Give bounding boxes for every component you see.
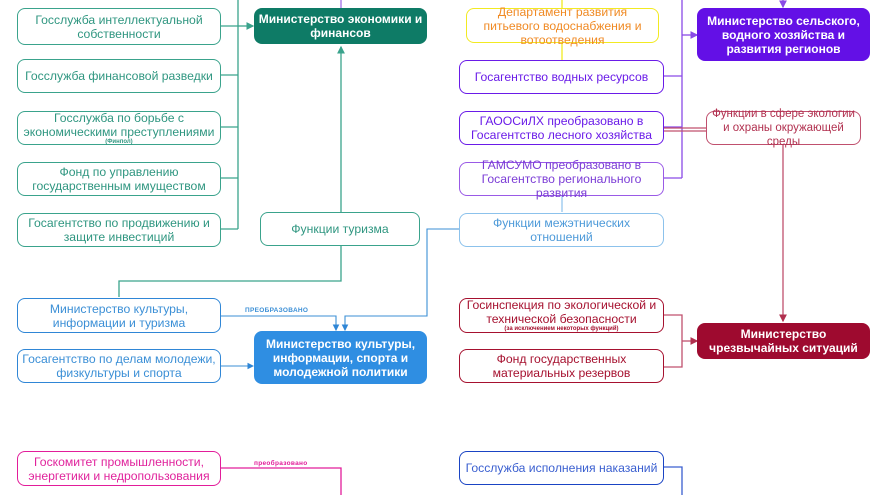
interethnic-functions-label: Функции межэтнических отношений bbox=[492, 216, 631, 244]
forest-agency-label: ГАООСиЛХ преобразовано в Госагентство ле… bbox=[471, 114, 652, 142]
penal-service-box: Госслужба исполнения наказаний bbox=[459, 451, 664, 485]
culture-ministry-old-label: Министерство культуры, информации и тури… bbox=[49, 301, 189, 330]
tourism-functions-label: Функции туризма bbox=[291, 222, 389, 236]
investment-agency-box: Госагентство по продвижению и защите инв… bbox=[17, 213, 221, 247]
forest-agency-box: ГАООСиЛХ преобразовано в Госагентство ле… bbox=[459, 111, 664, 145]
eco-inspection-note: (за исключением некоторых функций) bbox=[504, 326, 619, 332]
fin-intel-label: Госслужба финансовой разведки bbox=[25, 69, 213, 83]
ip-service-label: Госслужба интеллектуальной собственности bbox=[35, 12, 203, 41]
state-property-fund-box: Фонд по управлению государственным имуще… bbox=[17, 162, 221, 196]
ecology-functions-label: Функции в сфере экологии и охраны окружа… bbox=[712, 108, 855, 148]
agriculture-ministry-box: Министерство сельского, водного хозяйств… bbox=[697, 8, 870, 61]
econ-crime-box: Госслужба по борьбе с экономическими пре… bbox=[17, 111, 221, 145]
econ-crime-note: (Финпол) bbox=[105, 138, 133, 145]
culture-ministry-old-box: Министерство культуры, информации и тури… bbox=[17, 298, 221, 333]
reserves-fund-label: Фонд государственных материальных резерв… bbox=[492, 352, 631, 380]
ecology-functions-box: Функции в сфере экологии и охраны окружа… bbox=[706, 108, 861, 148]
econ-crime-label: Госслужба по борьбе с экономическими пре… bbox=[23, 110, 215, 139]
water-agency-label: Госагентство водных ресурсов bbox=[474, 70, 649, 84]
reserves-fund-box: Фонд государственных материальных резерв… bbox=[459, 349, 664, 383]
interethnic-functions-box: Функции межэтнических отношений bbox=[459, 213, 664, 247]
tourism-functions-box: Функции туризма bbox=[260, 212, 420, 246]
water-dept-box: Департамент развития питьевого водоснабж… bbox=[466, 5, 659, 47]
agriculture-ministry-label: Министерство сельского, водного хозяйств… bbox=[707, 13, 860, 56]
industry-committee-box: Госкомитет промышленности, энергетики и … bbox=[17, 451, 221, 486]
eco-inspection-box: Госинспекция по экологической и техничес… bbox=[459, 298, 664, 333]
water-agency-box: Госагентство водных ресурсов bbox=[459, 60, 664, 94]
fin-intel-box: Госслужба финансовой разведки bbox=[17, 59, 221, 93]
youth-agency-label: Госагентство по делам молодежи, физкульт… bbox=[22, 352, 216, 380]
emergency-ministry-box: Министерство чрезвычайных ситуаций bbox=[697, 323, 870, 359]
ip-service-box: Госслужба интеллектуальной собственности bbox=[17, 8, 221, 45]
economy-ministry-box: Министерство экономики и финансов bbox=[254, 8, 427, 44]
economy-ministry-label: Министерство экономики и финансов bbox=[258, 12, 423, 40]
eco-inspection-label: Госинспекция по экологической и техничес… bbox=[466, 298, 657, 326]
emergency-ministry-label: Министерство чрезвычайных ситуаций bbox=[709, 327, 858, 355]
regional-agency-label: ГАМСУМО преобразовано в Госагентство рег… bbox=[481, 158, 642, 200]
youth-agency-box: Госагентство по делам молодежи, физкульт… bbox=[17, 349, 221, 383]
water-dept-label: Департамент развития питьевого водоснабж… bbox=[483, 4, 642, 47]
state-property-fund-label: Фонд по управлению государственным имуще… bbox=[32, 165, 206, 193]
industry-committee-label: Госкомитет промышленности, энергетики и … bbox=[28, 454, 210, 483]
transformed-label-upper: ПРЕОБРАЗОВАНО bbox=[245, 307, 309, 314]
transformed-label-lower: преобразовано bbox=[254, 460, 308, 467]
penal-service-label: Госслужба исполнения наказаний bbox=[465, 461, 658, 475]
investment-agency-label: Госагентство по продвижению и защите инв… bbox=[28, 216, 210, 244]
culture-ministry-new-label: Министерство культуры, информации, спорт… bbox=[265, 336, 416, 379]
culture-ministry-new-box: Министерство культуры, информации, спорт… bbox=[254, 331, 427, 384]
regional-agency-box: ГАМСУМО преобразовано в Госагентство рег… bbox=[459, 158, 664, 200]
